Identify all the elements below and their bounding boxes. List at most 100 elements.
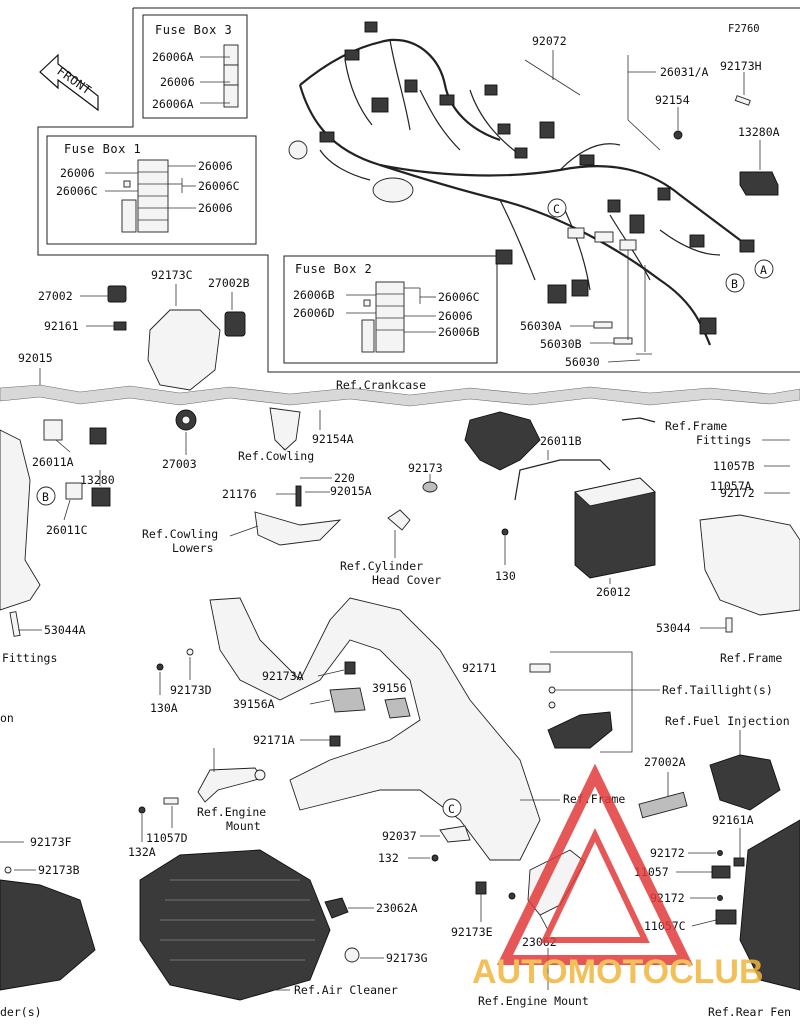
main-wiring-harness <box>288 21 755 346</box>
part-label: 92015 <box>18 351 53 365</box>
part-label: 92173B <box>38 863 80 877</box>
part-label: 11057A <box>710 479 752 493</box>
part-label: 13280 <box>80 473 115 487</box>
part-label: 92161A <box>712 813 754 827</box>
part-label: 39156 <box>372 681 407 695</box>
ref-label: Fittings <box>696 433 751 447</box>
watermark-text: AUTOMOTOCLUB <box>472 953 764 991</box>
fuse-box-2-label: 26006B <box>438 325 480 339</box>
part-label: 92015A <box>330 484 372 498</box>
part-label: 92173D <box>170 683 212 697</box>
part-label: 130A <box>150 701 178 715</box>
ref-label: Head Cover <box>372 573 441 587</box>
part-label: 92171 <box>462 661 497 675</box>
part-label: 92172 <box>720 486 755 500</box>
part-label: 27002 <box>38 289 73 303</box>
part-label: 92037 <box>382 829 417 843</box>
ref-label: Ref.Cowling <box>238 449 314 463</box>
fuse-box-2-label: 26006B <box>293 288 335 302</box>
ref-label: Ref.Rear Fen <box>708 1005 791 1019</box>
part-label: 220 <box>334 471 355 485</box>
fuse-box-1-label: 26006 <box>198 159 233 173</box>
part-label: 92072 <box>532 34 567 48</box>
part-label: 130 <box>495 569 516 583</box>
fuse-box-1-panel: Fuse Box 1 26006 26006 26006C 26006C 260… <box>46 135 257 245</box>
part-label: 53044A <box>44 623 86 637</box>
fuse-box-3-panel: Fuse Box 3 26006A 26006 26006A <box>142 14 248 119</box>
part-label: 26011C <box>46 523 88 537</box>
part-label: 92161 <box>44 319 79 333</box>
ref-label: Mount <box>226 819 261 833</box>
part-label: 13280A <box>738 125 780 139</box>
fuse-box-2-label: 26006D <box>293 306 335 320</box>
part-label: 11057B <box>713 459 755 473</box>
ref-label: Ref.Air Cleaner <box>294 983 398 997</box>
ref-label: Ref.Engine <box>197 805 266 819</box>
front-direction-arrow: FRONT <box>39 53 99 112</box>
fuse-box-1-title: Fuse Box 1 <box>64 142 141 156</box>
fuse-box-1-label: 26006 <box>60 166 95 180</box>
part-label: 26011B <box>540 434 582 448</box>
ref-label: Lowers <box>172 541 214 555</box>
part-label: 132 <box>378 851 399 865</box>
part-label: 92173F <box>30 835 72 849</box>
part-label: 92173A <box>262 669 304 683</box>
ref-label: Ref.Taillight(s) <box>662 683 773 697</box>
ref-label: Ref.Fuel Injection <box>665 714 790 728</box>
fuse-box-3-label: 26006 <box>160 75 195 89</box>
part-label: 56030A <box>520 319 562 333</box>
part-label: 92154 <box>655 93 690 107</box>
part-label: 132A <box>128 845 156 859</box>
ref-label: Ref.Cylinder <box>340 559 423 573</box>
part-label: 56030B <box>540 337 582 351</box>
fuse-box-2-label: 26006 <box>438 309 473 323</box>
callout-a: A <box>760 263 767 277</box>
fuse-box-3-title: Fuse Box 3 <box>155 23 232 37</box>
ref-label: der(s) <box>0 1005 42 1019</box>
part-label: 39156A <box>233 697 275 711</box>
fuse-box-2-title: Fuse Box 2 <box>295 262 372 276</box>
part-label: 27002A <box>644 755 686 769</box>
part-label: 26011A <box>32 455 74 469</box>
part-label: 21176 <box>222 487 257 501</box>
part-label: 92173H <box>720 59 762 73</box>
callout-c-lower: C <box>448 802 455 816</box>
part-label: 92172 <box>650 846 685 860</box>
fuse-box-3-label: 26006A <box>152 97 194 111</box>
part-label: 53044 <box>656 621 691 635</box>
fuse-box-2-label: 26006C <box>438 290 480 304</box>
torn-divider <box>0 384 800 407</box>
part-label: 56030 <box>565 355 600 369</box>
watermark-logo: AUTOMOTOCLUB <box>472 763 764 991</box>
part-label: 27003 <box>162 457 197 471</box>
fuse-box-2-panel: Fuse Box 2 26006B 26006C 26006D 26006 26… <box>283 255 498 364</box>
part-label: 92171A <box>253 733 295 747</box>
fuse-box-1-label: 26006C <box>56 184 98 198</box>
fuse-box-1-label: 26006C <box>198 179 240 193</box>
ref-label: Ref.Frame <box>563 792 625 806</box>
ref-label: Ref.Crankcase <box>336 378 426 392</box>
part-label: 11057D <box>146 831 188 845</box>
figure-code: F2760 <box>728 23 760 35</box>
part-label: 92173E <box>451 925 493 939</box>
fuse-box-1-label: 26006 <box>198 201 233 215</box>
ref-label: Ref.Cowling <box>142 527 218 541</box>
ref-label: Ref.Frame <box>665 419 727 433</box>
callout-c: C <box>553 202 560 216</box>
fuse-box-3-label: 26006A <box>152 50 194 64</box>
ref-label: Fittings <box>2 651 57 665</box>
part-label: 27002B <box>208 276 250 290</box>
ref-label: Ref.Frame <box>720 651 782 665</box>
callout-b-lower: B <box>42 490 49 504</box>
callout-b: B <box>731 277 738 291</box>
part-label: 23062A <box>376 901 418 915</box>
part-label: 26012 <box>596 585 631 599</box>
part-label: 92154A <box>312 432 354 446</box>
part-label: 92173C <box>151 268 193 282</box>
ref-label: Ref.Engine Mount <box>478 994 589 1008</box>
harness-frame <box>37 8 800 373</box>
ref-label: on <box>0 711 14 725</box>
part-label: 92173 <box>408 461 443 475</box>
part-label: 26031/A <box>660 65 709 79</box>
